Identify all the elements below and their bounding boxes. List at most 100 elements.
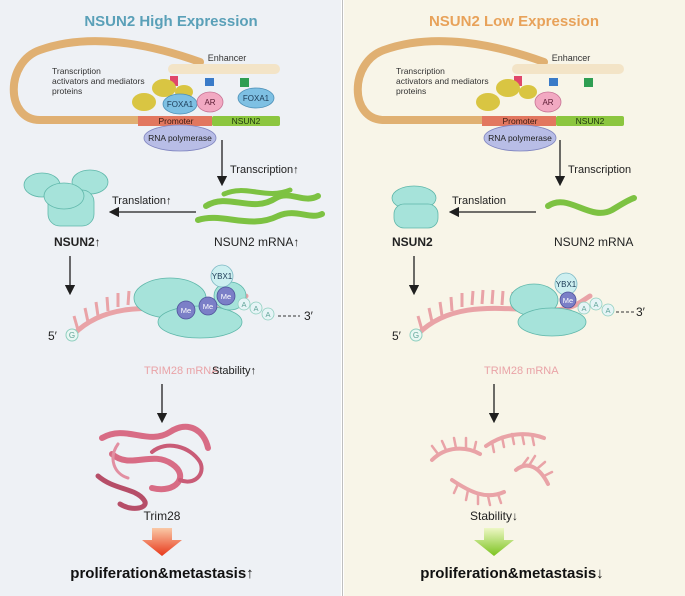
right-activators-line-3: proteins [396,86,426,96]
right-fragment-3-comb [452,482,503,507]
left-enhancer-blue [205,78,214,86]
right-promoter-bar [482,116,556,126]
right-me-1-label: Me [563,296,573,305]
left-a-3-label: A [265,310,270,319]
left-promoter-bar [138,116,212,126]
left-me-3 [216,286,236,306]
left-outcome-arrow [142,528,182,556]
right-rna-polymerase [483,124,557,152]
right-fragment-4-backbone [514,463,550,486]
left-a-1 [237,297,251,311]
right-fragment-4-comb [520,454,554,478]
right-gene-bar [556,116,624,126]
left-me-1-label: Me [181,306,191,315]
left-promoter-label: Promoter [159,116,194,126]
right-translation-label: Translation [452,195,506,207]
right-outcome-label: proliferation&metastasis↓ [420,565,603,582]
right-transcription-label: Transcription [568,164,631,176]
right-enhancer-label: Enhancer [552,53,591,63]
right-mrna-strand [545,195,637,216]
left-a-1-label: A [241,300,246,309]
left-ybx1 [210,264,234,288]
left-gene-label: NSUN2 [232,116,261,126]
left-nsun2-protein-cluster [23,169,109,227]
left-a-2 [249,301,263,315]
left-mrna-strand-3 [195,210,325,225]
left-ribbon-3 [95,473,148,511]
left-ar-label: AR [204,98,215,107]
left-rna-polymerase [143,124,217,152]
right-mrna-label: NSUN2 mRNA [554,235,633,249]
left-five-prime: 5′ [48,329,58,343]
right-enhancer-bar [512,64,624,74]
right-g-cap [409,328,423,342]
left-trim28-protein [95,423,211,511]
right-polymerase-label: RNA polymerase [488,133,552,143]
left-translation-label: Translation↑ [112,195,172,207]
left-polymerase-label: RNA polymerase [148,133,212,143]
left-three-prime: 3′ [304,309,314,323]
right-mediator-2 [476,93,500,111]
right-a-3-label: A [605,306,610,315]
right-fragment-2-comb [490,432,536,454]
left-enhancer-red [170,76,178,86]
left-outcome-label: proliferation&metastasis↑ [70,565,253,582]
left-g-label: G [69,331,75,340]
right-five-prime: 5′ [392,329,402,343]
right-ribosome [509,283,587,337]
right-chromatin-loop [353,37,548,124]
right-gene-label: NSUN2 [576,116,605,126]
right-ar [534,91,562,113]
left-a-3 [261,307,275,321]
right-protein-label: NSUN2 [392,235,433,249]
right-outcome-arrow [474,528,514,556]
left-foxa1-a-label: FOXA1 [167,100,194,109]
left-cluster-blob-3 [43,182,85,210]
left-ribbon-1 [99,423,211,451]
right-a-2 [589,297,603,311]
left-gene-bar [212,116,280,126]
left-foxa1-b-label: FOXA1 [243,94,270,103]
left-g-cap [65,328,79,342]
right-promoter-label: Promoter [503,116,538,126]
right-fragment-1-comb [430,436,478,456]
right-ar-label: AR [542,98,553,107]
left-mrna-strand-1 [203,192,321,209]
left-enhancer-bar [168,64,280,74]
left-activators-line-2: activators and mediators [52,76,145,86]
right-a-1 [577,301,591,315]
left-transcription-label: Transcription↑ [230,164,299,176]
right-me-1 [559,291,577,309]
right-stability-label: Stability↓ [470,509,518,523]
left-mediator-2 [132,93,156,111]
right-a-3 [601,303,615,317]
left-protein-label: NSUN2↑ [54,235,101,249]
left-title: NSUN2 High Expression [84,13,257,30]
right-activators-label: Transcription activators and mediators p… [396,66,491,96]
left-ribbon-4 [150,443,204,484]
right-a-1-label: A [581,304,586,313]
right-three-prime: 3′ [636,305,646,319]
left-me-3-label: Me [221,292,231,301]
left-me-2 [198,296,218,316]
right-g-label: G [413,331,419,340]
right-mediator-1 [496,79,520,97]
left-a-2-label: A [253,304,258,313]
right-ribosome-lower [517,307,587,337]
left-activators-line-1: Transcription [52,66,101,76]
right-mediator-3 [519,85,537,99]
left-ar [196,91,224,113]
right-enhancer-green [584,78,593,87]
left-mrna-label: NSUN2 mRNA↑ [214,235,299,249]
left-foxa1-b [237,87,275,109]
left-stability-label: Stability↑ [212,365,256,377]
left-activators-line-3: proteins [52,86,82,96]
right-nsun2-protein [391,185,439,229]
right-protein-body [393,203,439,229]
right-title: NSUN2 Low Expression [429,13,599,30]
left-ribbon-5 [111,442,130,480]
left-chromatin-loop [9,37,204,124]
right-ybx1-label: YBX1 [556,280,577,289]
